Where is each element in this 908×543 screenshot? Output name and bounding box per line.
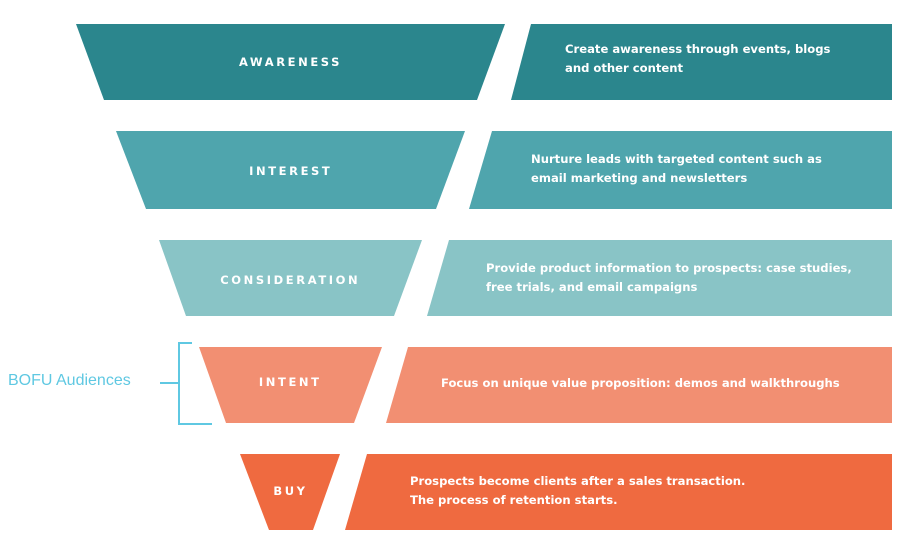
description-line: and other content (565, 61, 684, 75)
description-line: Focus on unique value proposition: demos… (441, 376, 840, 390)
description-line: Provide product information to prospects… (486, 261, 852, 275)
description-band-interest (469, 131, 892, 209)
stage-description-awareness: Create awareness through events, blogs an… (565, 40, 830, 78)
stage-label-intent: INTENT (258, 375, 322, 389)
funnel-stage-intent (199, 347, 382, 423)
bofu-bracket (160, 342, 212, 425)
stage-label-buy: BUY (273, 484, 308, 498)
stage-description-buy: Prospects become clients after a sales t… (410, 472, 745, 510)
description-line: free trials, and email campaigns (486, 280, 698, 294)
stage-label-awareness: AWARENESS (238, 55, 343, 69)
description-line: Prospects become clients after a sales t… (410, 474, 746, 488)
stage-description-interest: Nurture leads with targeted content such… (531, 150, 822, 188)
description-band-buy (345, 454, 892, 530)
stage-label-consideration: CONSIDERATION (220, 273, 361, 287)
description-line: Nurture leads with targeted content such… (531, 152, 822, 166)
description-line: email marketing and newsletters (531, 171, 748, 185)
funnel-stage-buy (240, 454, 340, 530)
description-line: The process of retention starts. (410, 493, 618, 507)
description-band-awareness (511, 24, 892, 100)
stage-description-consideration: Provide product information to prospects… (486, 259, 852, 297)
description-band-consideration (427, 240, 892, 316)
funnel-stage-consideration (159, 240, 422, 316)
bofu-audiences-label: BOFU Audiences (8, 372, 131, 389)
description-line: Create awareness through events, blogs (565, 42, 831, 56)
stage-description-intent: Focus on unique value proposition: demos… (441, 374, 840, 393)
description-band-intent (386, 347, 892, 423)
funnel-stage-interest (116, 131, 465, 209)
stage-label-interest: INTEREST (249, 164, 333, 178)
funnel-stage-awareness (76, 24, 505, 100)
